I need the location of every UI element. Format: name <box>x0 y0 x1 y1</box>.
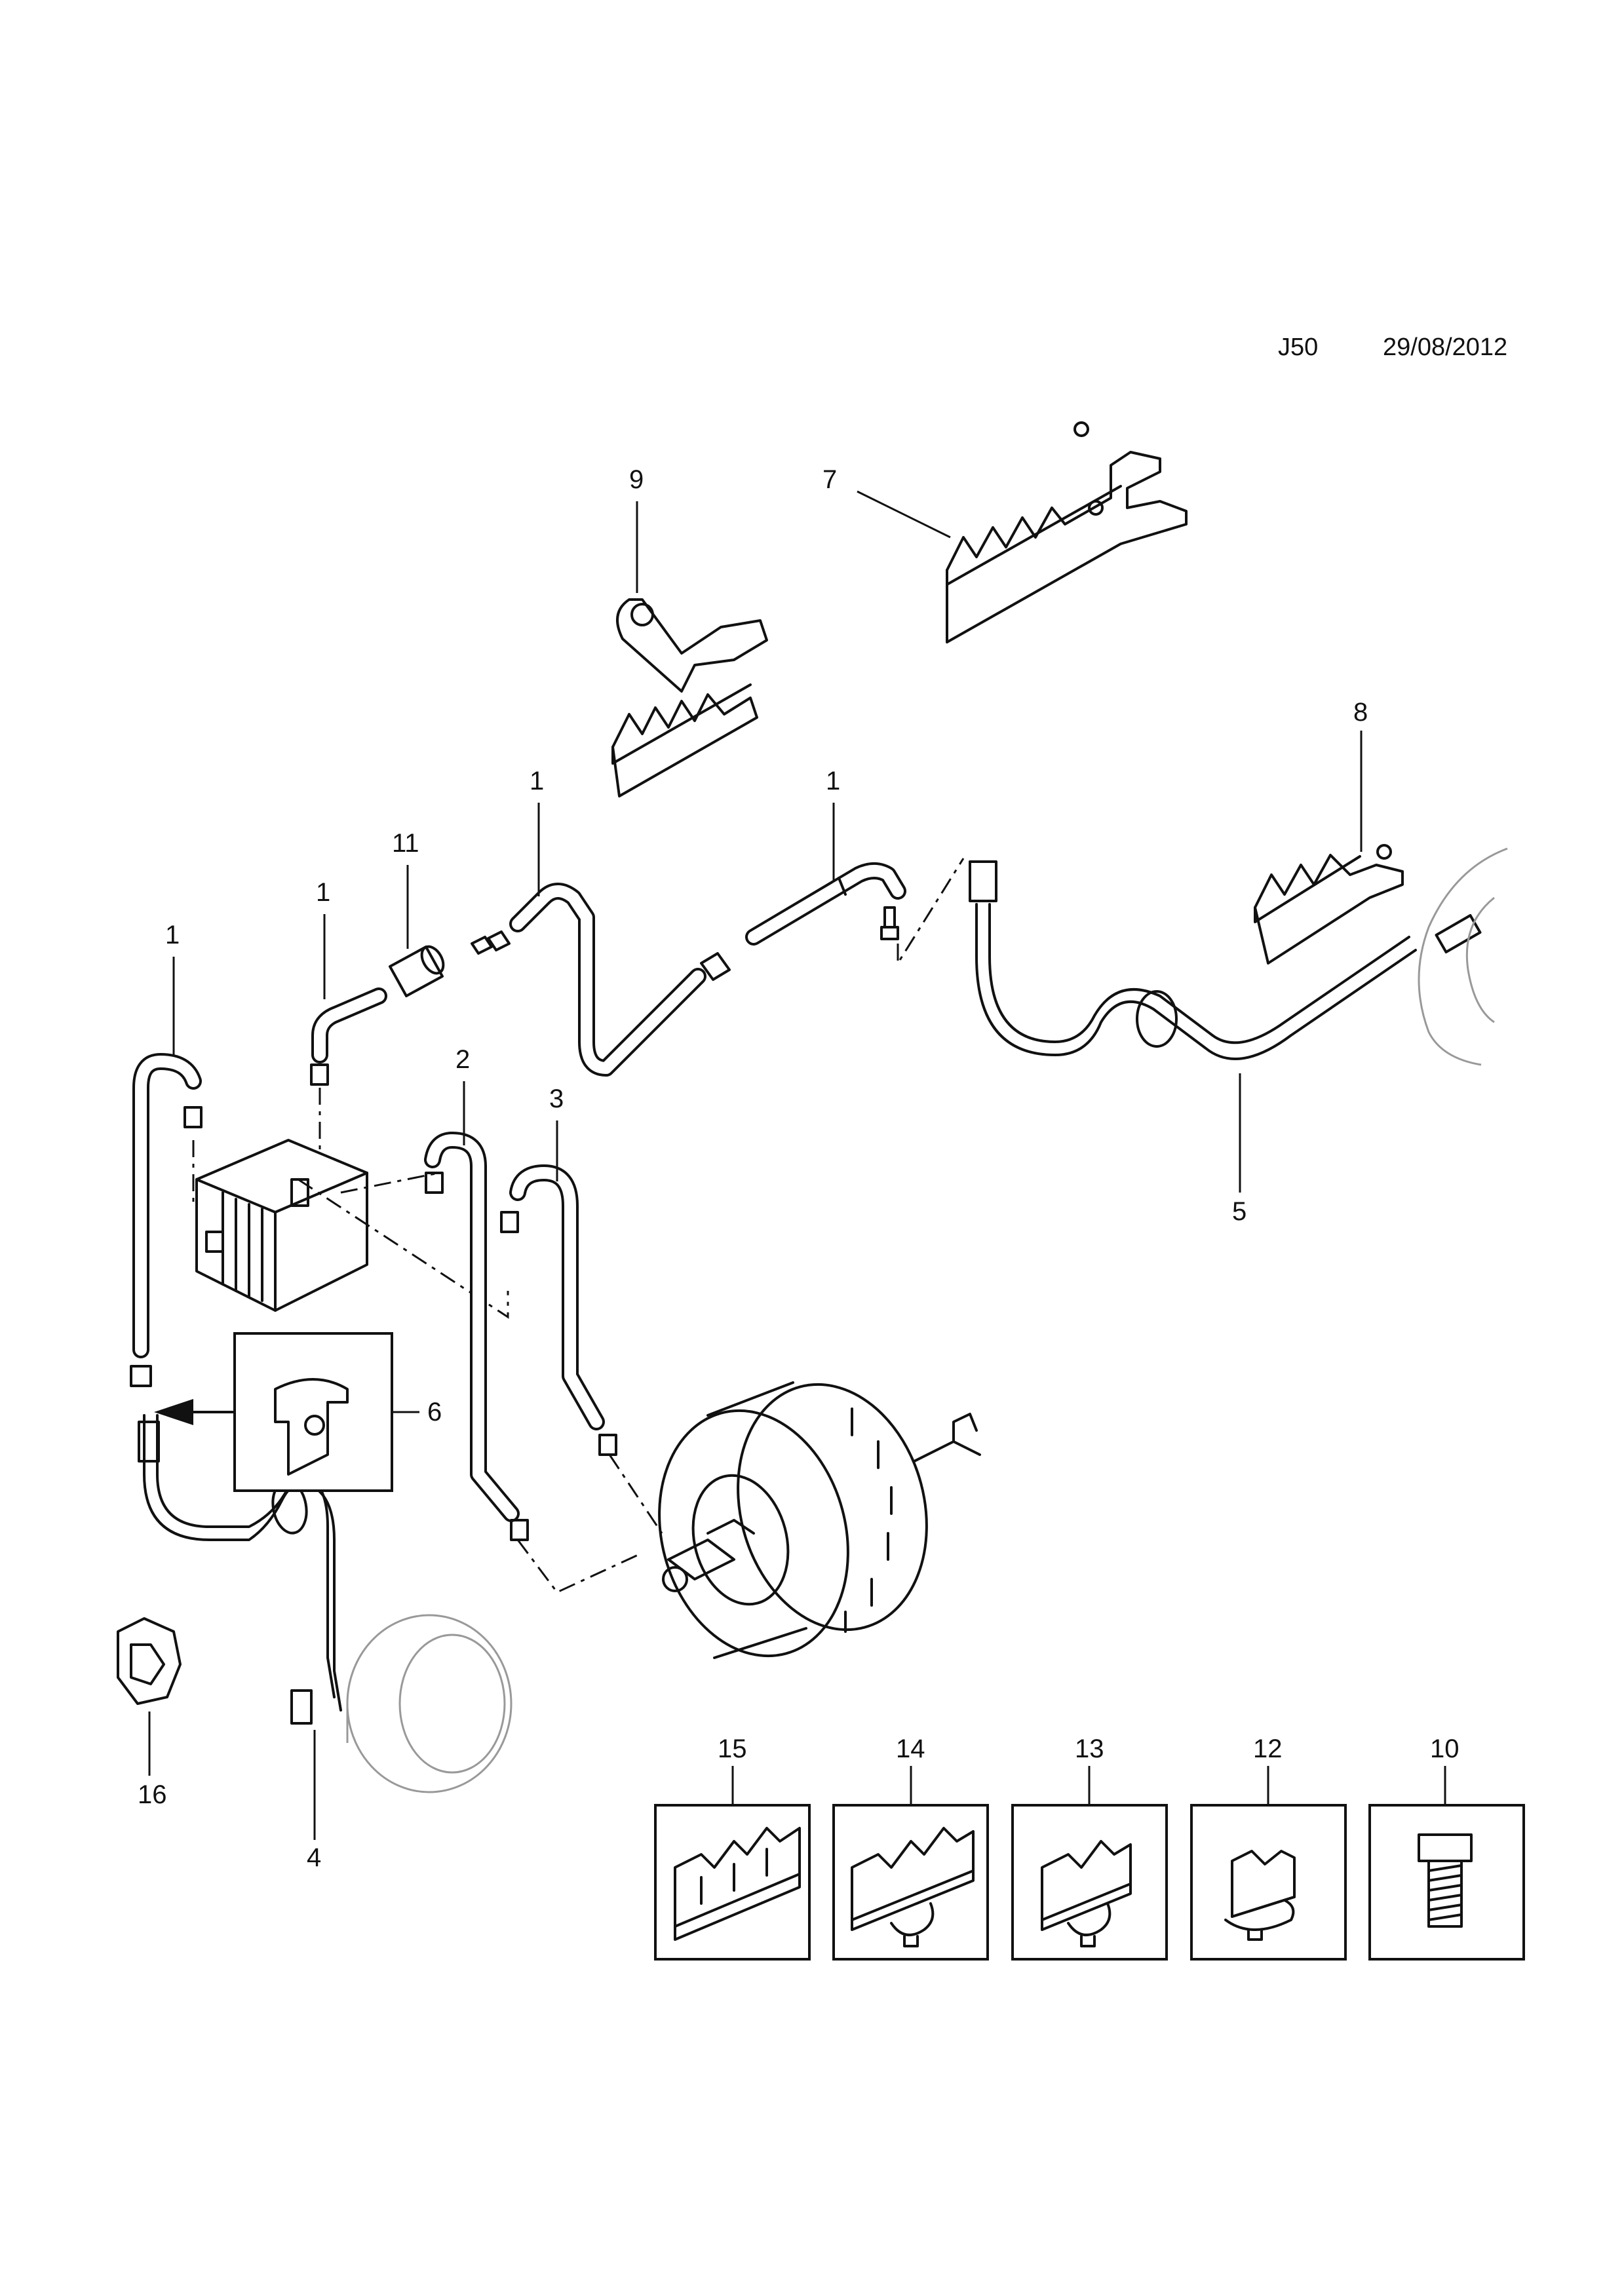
callout-11[interactable]: 11 <box>392 829 419 858</box>
abs-hydraulic-unit[interactable] <box>195 1139 368 1312</box>
assembly-line-hose-5 <box>897 858 965 967</box>
detail-label-13: 13 <box>1075 1734 1104 1763</box>
fitting-nut-middle <box>700 906 899 981</box>
brake-pipe-3[interactable] <box>500 1164 617 1456</box>
detail-arrowhead-6 <box>154 1399 193 1425</box>
detail-box-10[interactable]: 10 <box>1368 1734 1525 1961</box>
brake-pipe-1-right[interactable] <box>745 862 906 946</box>
detail-box-13[interactable]: 13 <box>1011 1734 1168 1961</box>
callout-6[interactable]: 6 <box>427 1398 442 1426</box>
assembly-line-booster-1 <box>516 1539 643 1594</box>
detail-label-15: 15 <box>718 1734 747 1763</box>
detail-box-15[interactable]: 15 <box>654 1734 811 1961</box>
callout-16[interactable]: 16 <box>138 1780 167 1809</box>
callout-1-middle[interactable]: 1 <box>530 767 544 795</box>
brake-pipe-1-middle[interactable] <box>509 883 706 1077</box>
callout-9[interactable]: 9 <box>629 465 644 494</box>
callout-1-left-long[interactable]: 1 <box>165 921 180 949</box>
detail-label-12: 12 <box>1253 1734 1283 1763</box>
bracket-8[interactable] <box>1254 844 1404 965</box>
brake-pipe-2[interactable] <box>424 1132 529 1541</box>
brake-hose-5[interactable] <box>969 860 1482 1060</box>
wheel-hub-right <box>1418 847 1508 1066</box>
protective-sleeve-16[interactable] <box>117 1617 182 1705</box>
callout-1-left-short[interactable]: 1 <box>316 878 330 907</box>
detail-box-12[interactable]: 12 <box>1190 1734 1347 1961</box>
connector-11[interactable] <box>389 930 511 997</box>
detail-box-6[interactable] <box>233 1332 393 1492</box>
detail-label-14: 14 <box>896 1734 925 1763</box>
bracket-9[interactable] <box>611 598 768 797</box>
assembly-line-abs-4 <box>340 1172 440 1194</box>
brake-pipe-1-left-short[interactable] <box>310 987 387 1086</box>
bracket-7[interactable] <box>946 421 1188 643</box>
brake-pipe-1-left-long[interactable] <box>130 1053 203 1387</box>
callout-1-right[interactable]: 1 <box>826 767 840 795</box>
callout-2[interactable]: 2 <box>455 1045 470 1074</box>
leader-7 <box>857 490 951 539</box>
callout-4[interactable]: 4 <box>307 1843 321 1872</box>
callout-7[interactable]: 7 <box>822 465 837 494</box>
wheel-hub-left <box>346 1614 512 1793</box>
callout-8[interactable]: 8 <box>1353 698 1368 727</box>
detail-label-10: 10 <box>1430 1734 1460 1763</box>
callout-3[interactable]: 3 <box>549 1084 564 1113</box>
assembly-line-booster-2 <box>608 1454 663 1534</box>
diagram-date: 29/08/2012 <box>1383 334 1507 361</box>
callout-5[interactable]: 5 <box>1232 1197 1247 1226</box>
detail-box-14[interactable]: 14 <box>832 1734 989 1961</box>
brake-booster[interactable] <box>633 1363 981 1677</box>
assembly-line-abs-3 <box>298 1178 509 1319</box>
diagram-code: J50 <box>1278 334 1318 361</box>
